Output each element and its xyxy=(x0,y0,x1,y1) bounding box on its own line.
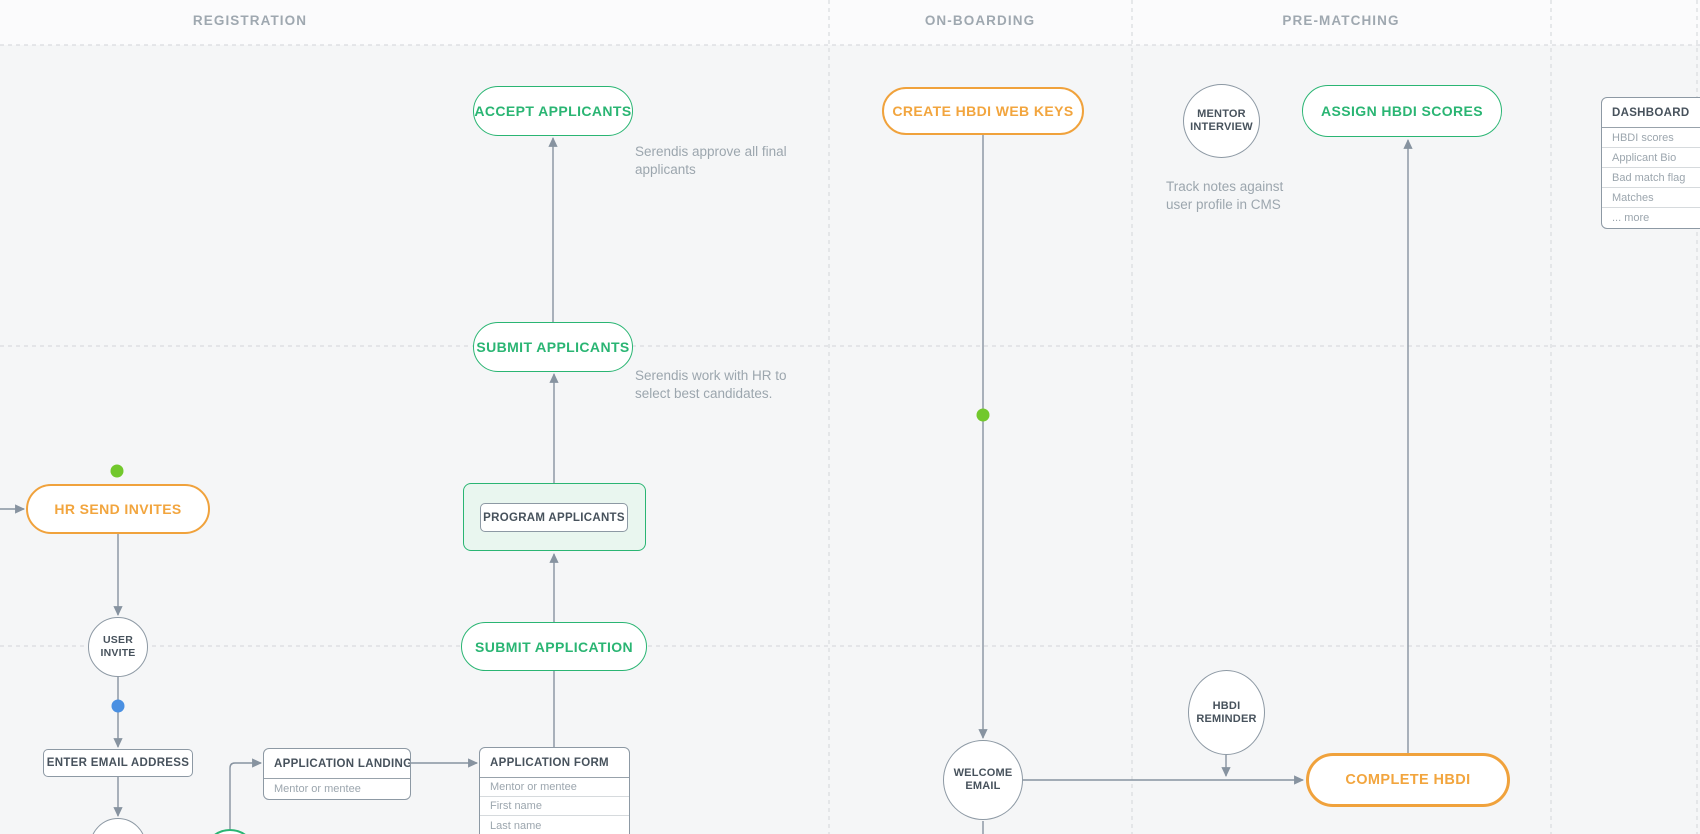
node-complete-hbdi[interactable]: COMPLETE HBDI xyxy=(1306,753,1510,807)
annotation-line: select best candidates. xyxy=(635,386,773,401)
node-label-line2: EMAIL xyxy=(965,780,1001,792)
node-program-applicants[interactable]: PROGRAM APPLICANTS xyxy=(480,503,628,532)
node-accept-applicants[interactable]: ACCEPT APPLICANTS xyxy=(473,86,633,136)
table-row[interactable]: Bad match flag xyxy=(1602,168,1700,188)
node-mentor-interview[interactable]: MENTOR INTERVIEW xyxy=(1183,84,1260,158)
node-label: SUBMIT APPLICATION xyxy=(474,638,634,655)
node-program-applicants-container[interactable]: PROGRAM APPLICANTS xyxy=(463,483,646,551)
node-label: HR SEND INVITES xyxy=(54,501,182,517)
lane-header-band xyxy=(0,0,1700,45)
annotation-line: Serendis work with HR to xyxy=(635,368,787,383)
node-label: ASSIGN HBDI SCORES xyxy=(1321,103,1483,119)
table-row[interactable]: ... more xyxy=(1612,212,1650,224)
node-label-line1: MENTOR xyxy=(1197,108,1246,120)
node-label-line1: HBDI xyxy=(1212,699,1241,712)
node-enter-email-address[interactable]: ENTER EMAIL ADDRESS xyxy=(43,749,193,777)
milestone-dot-blue-registration[interactable] xyxy=(111,699,125,713)
table-title: DASHBOARD xyxy=(1602,98,1700,128)
annotation-approve-applicants[interactable]: Serendis approve all final applicants xyxy=(635,143,787,179)
node-submit-application[interactable]: SUBMIT APPLICATION xyxy=(461,622,647,671)
annotation-track-notes[interactable]: Track notes against user profile in CMS xyxy=(1166,178,1283,214)
node-application-form[interactable]: APPLICATION FORM Mentor or mentee First … xyxy=(479,747,630,834)
node-hr-send-invites[interactable]: HR SEND INVITES xyxy=(26,484,210,534)
node-label-line1: WELCOME xyxy=(953,767,1013,779)
table-row[interactable]: First name xyxy=(480,797,629,816)
node-label: ENTER EMAIL ADDRESS xyxy=(46,757,190,769)
node-label-line2: INVITE xyxy=(100,647,136,659)
node-label-line2: INTERVIEW xyxy=(1190,121,1253,133)
annotation-line: user profile in CMS xyxy=(1166,197,1281,212)
table-title: APPLICATION LANDING xyxy=(264,749,410,779)
lane-header-prematching[interactable]: PRE-MATCHING xyxy=(1282,13,1400,28)
node-label-line2: REMINDER xyxy=(1196,712,1257,725)
table-row[interactable]: Applicant Bio xyxy=(1602,148,1700,168)
node-label-line1: USER xyxy=(103,634,133,646)
node-create-hbdi-web-keys[interactable]: CREATE HBDI WEB KEYS xyxy=(882,87,1084,135)
node-application-landing[interactable]: APPLICATION LANDING Mentor or mentee xyxy=(263,748,411,800)
annotation-line: applicants xyxy=(635,162,696,177)
table-row[interactable]: Mentor or mentee xyxy=(480,778,629,797)
edge-to-application-landing[interactable] xyxy=(229,758,263,829)
node-label: ACCEPT APPLICANTS xyxy=(474,103,632,119)
annotation-select-candidates[interactable]: Serendis work with HR to select best can… xyxy=(635,367,787,403)
node-dashboard[interactable]: DASHBOARD HBDI scores Applicant Bio Bad … xyxy=(1601,97,1700,229)
milestone-dot-green-registration[interactable] xyxy=(110,464,124,478)
table-row[interactable]: Mentor or mentee xyxy=(274,783,361,795)
lane-header-onboarding[interactable]: ON-BOARDING xyxy=(924,13,1036,28)
milestone-dot-green-onboarding[interactable] xyxy=(976,408,990,422)
table-row[interactable]: Last name xyxy=(490,819,542,832)
node-submit-applicants[interactable]: SUBMIT APPLICANTS xyxy=(473,322,633,372)
node-hbdi-reminder[interactable]: HBDI REMINDER xyxy=(1188,670,1265,755)
node-label: SUBMIT APPLICANTS xyxy=(476,339,630,355)
lane-header-registration[interactable]: REGISTRATION xyxy=(192,13,308,28)
annotation-line: Track notes against xyxy=(1166,179,1284,194)
node-label: COMPLETE HBDI xyxy=(1345,772,1471,788)
node-welcome-email[interactable]: WELCOME EMAIL xyxy=(943,740,1023,820)
table-row[interactable]: HBDI scores xyxy=(1602,128,1700,148)
node-assign-hbdi-scores[interactable]: ASSIGN HBDI SCORES xyxy=(1302,85,1502,137)
annotation-line: Serendis approve all final xyxy=(635,144,787,159)
node-label: CREATE HBDI WEB KEYS xyxy=(892,103,1074,119)
table-title: APPLICATION FORM xyxy=(480,748,629,778)
node-user-invite[interactable]: USER INVITE xyxy=(88,617,148,677)
table-row[interactable]: Matches xyxy=(1602,188,1700,208)
